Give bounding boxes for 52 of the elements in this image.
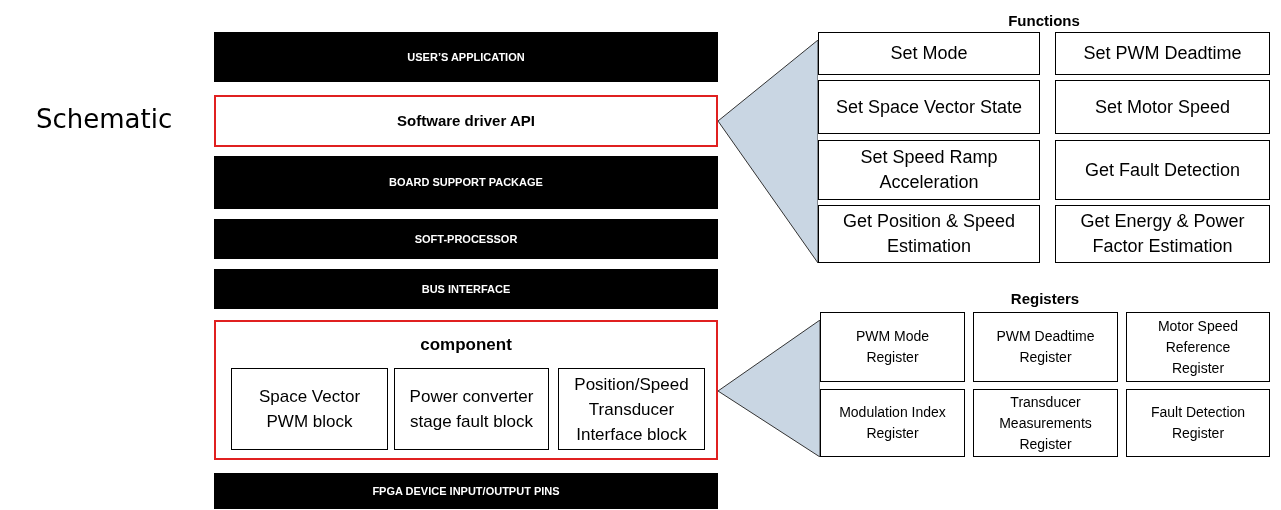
side-heading: Schematic (36, 103, 173, 136)
layer-bar (214, 219, 718, 259)
function-box (1055, 205, 1270, 263)
function-box (818, 80, 1040, 134)
layer-bar (214, 473, 718, 509)
zoom-callout-shape (718, 40, 818, 263)
block-box (394, 368, 549, 450)
layer-box (214, 95, 718, 147)
register-label: Fault Detection Register (1149, 403, 1247, 443)
block-box (558, 368, 705, 450)
layer-label: SOFT-PROCESSOR (414, 231, 518, 247)
layer-bar (214, 269, 718, 309)
function-label: Set Speed Ramp Acceleration (859, 146, 999, 194)
function-box (1055, 80, 1270, 134)
block-label: Space Vector PWM block (257, 386, 362, 433)
section-heading: Functions (1008, 11, 1080, 31)
register-box (1126, 389, 1270, 457)
component-box (214, 320, 718, 460)
layer-label: USER’S APPLICATION (407, 49, 525, 65)
function-label: Set PWM Deadtime (1083, 42, 1242, 65)
function-box (1055, 140, 1270, 200)
function-label: Get Energy & Power Factor Estimation (1079, 210, 1246, 258)
function-label: Set Space Vector State (835, 95, 1023, 119)
layer-bar (214, 156, 718, 209)
function-label: Set Motor Speed (1094, 95, 1231, 119)
layer-label: Software driver API (397, 110, 535, 131)
function-box (1055, 32, 1270, 75)
register-box (820, 312, 965, 382)
register-label: PWM Deadtime Register (995, 327, 1096, 367)
register-label: Motor Speed Reference Register (1156, 316, 1240, 378)
function-box (818, 140, 1040, 200)
function-label: Set Mode (890, 42, 968, 65)
register-box (973, 312, 1118, 382)
register-box (820, 389, 965, 457)
register-box (973, 389, 1118, 457)
section-heading: Registers (1010, 289, 1080, 309)
block-label: Power converter stage fault block (408, 386, 535, 433)
function-label: Get Position & Speed Estimation (841, 210, 1017, 258)
layer-bar (214, 32, 718, 82)
function-box (818, 32, 1040, 75)
function-box (818, 205, 1040, 263)
register-label: Modulation Index Register (838, 403, 947, 443)
layer-label: BUS INTERFACE (421, 281, 511, 297)
layer-label: FPGA DEVICE INPUT/OUTPUT PINS (372, 483, 560, 499)
block-box (231, 368, 388, 450)
component-title: component (419, 334, 513, 356)
register-label: Transducer Measurements Register (998, 392, 1093, 454)
register-label: PWM Mode Register (854, 327, 931, 367)
register-box (1126, 312, 1270, 382)
function-label: Get Fault Detection (1084, 158, 1241, 182)
layer-label: BOARD SUPPORT PACKAGE (389, 175, 543, 191)
block-label: Position/Speed Transducer Interface block (573, 373, 690, 446)
